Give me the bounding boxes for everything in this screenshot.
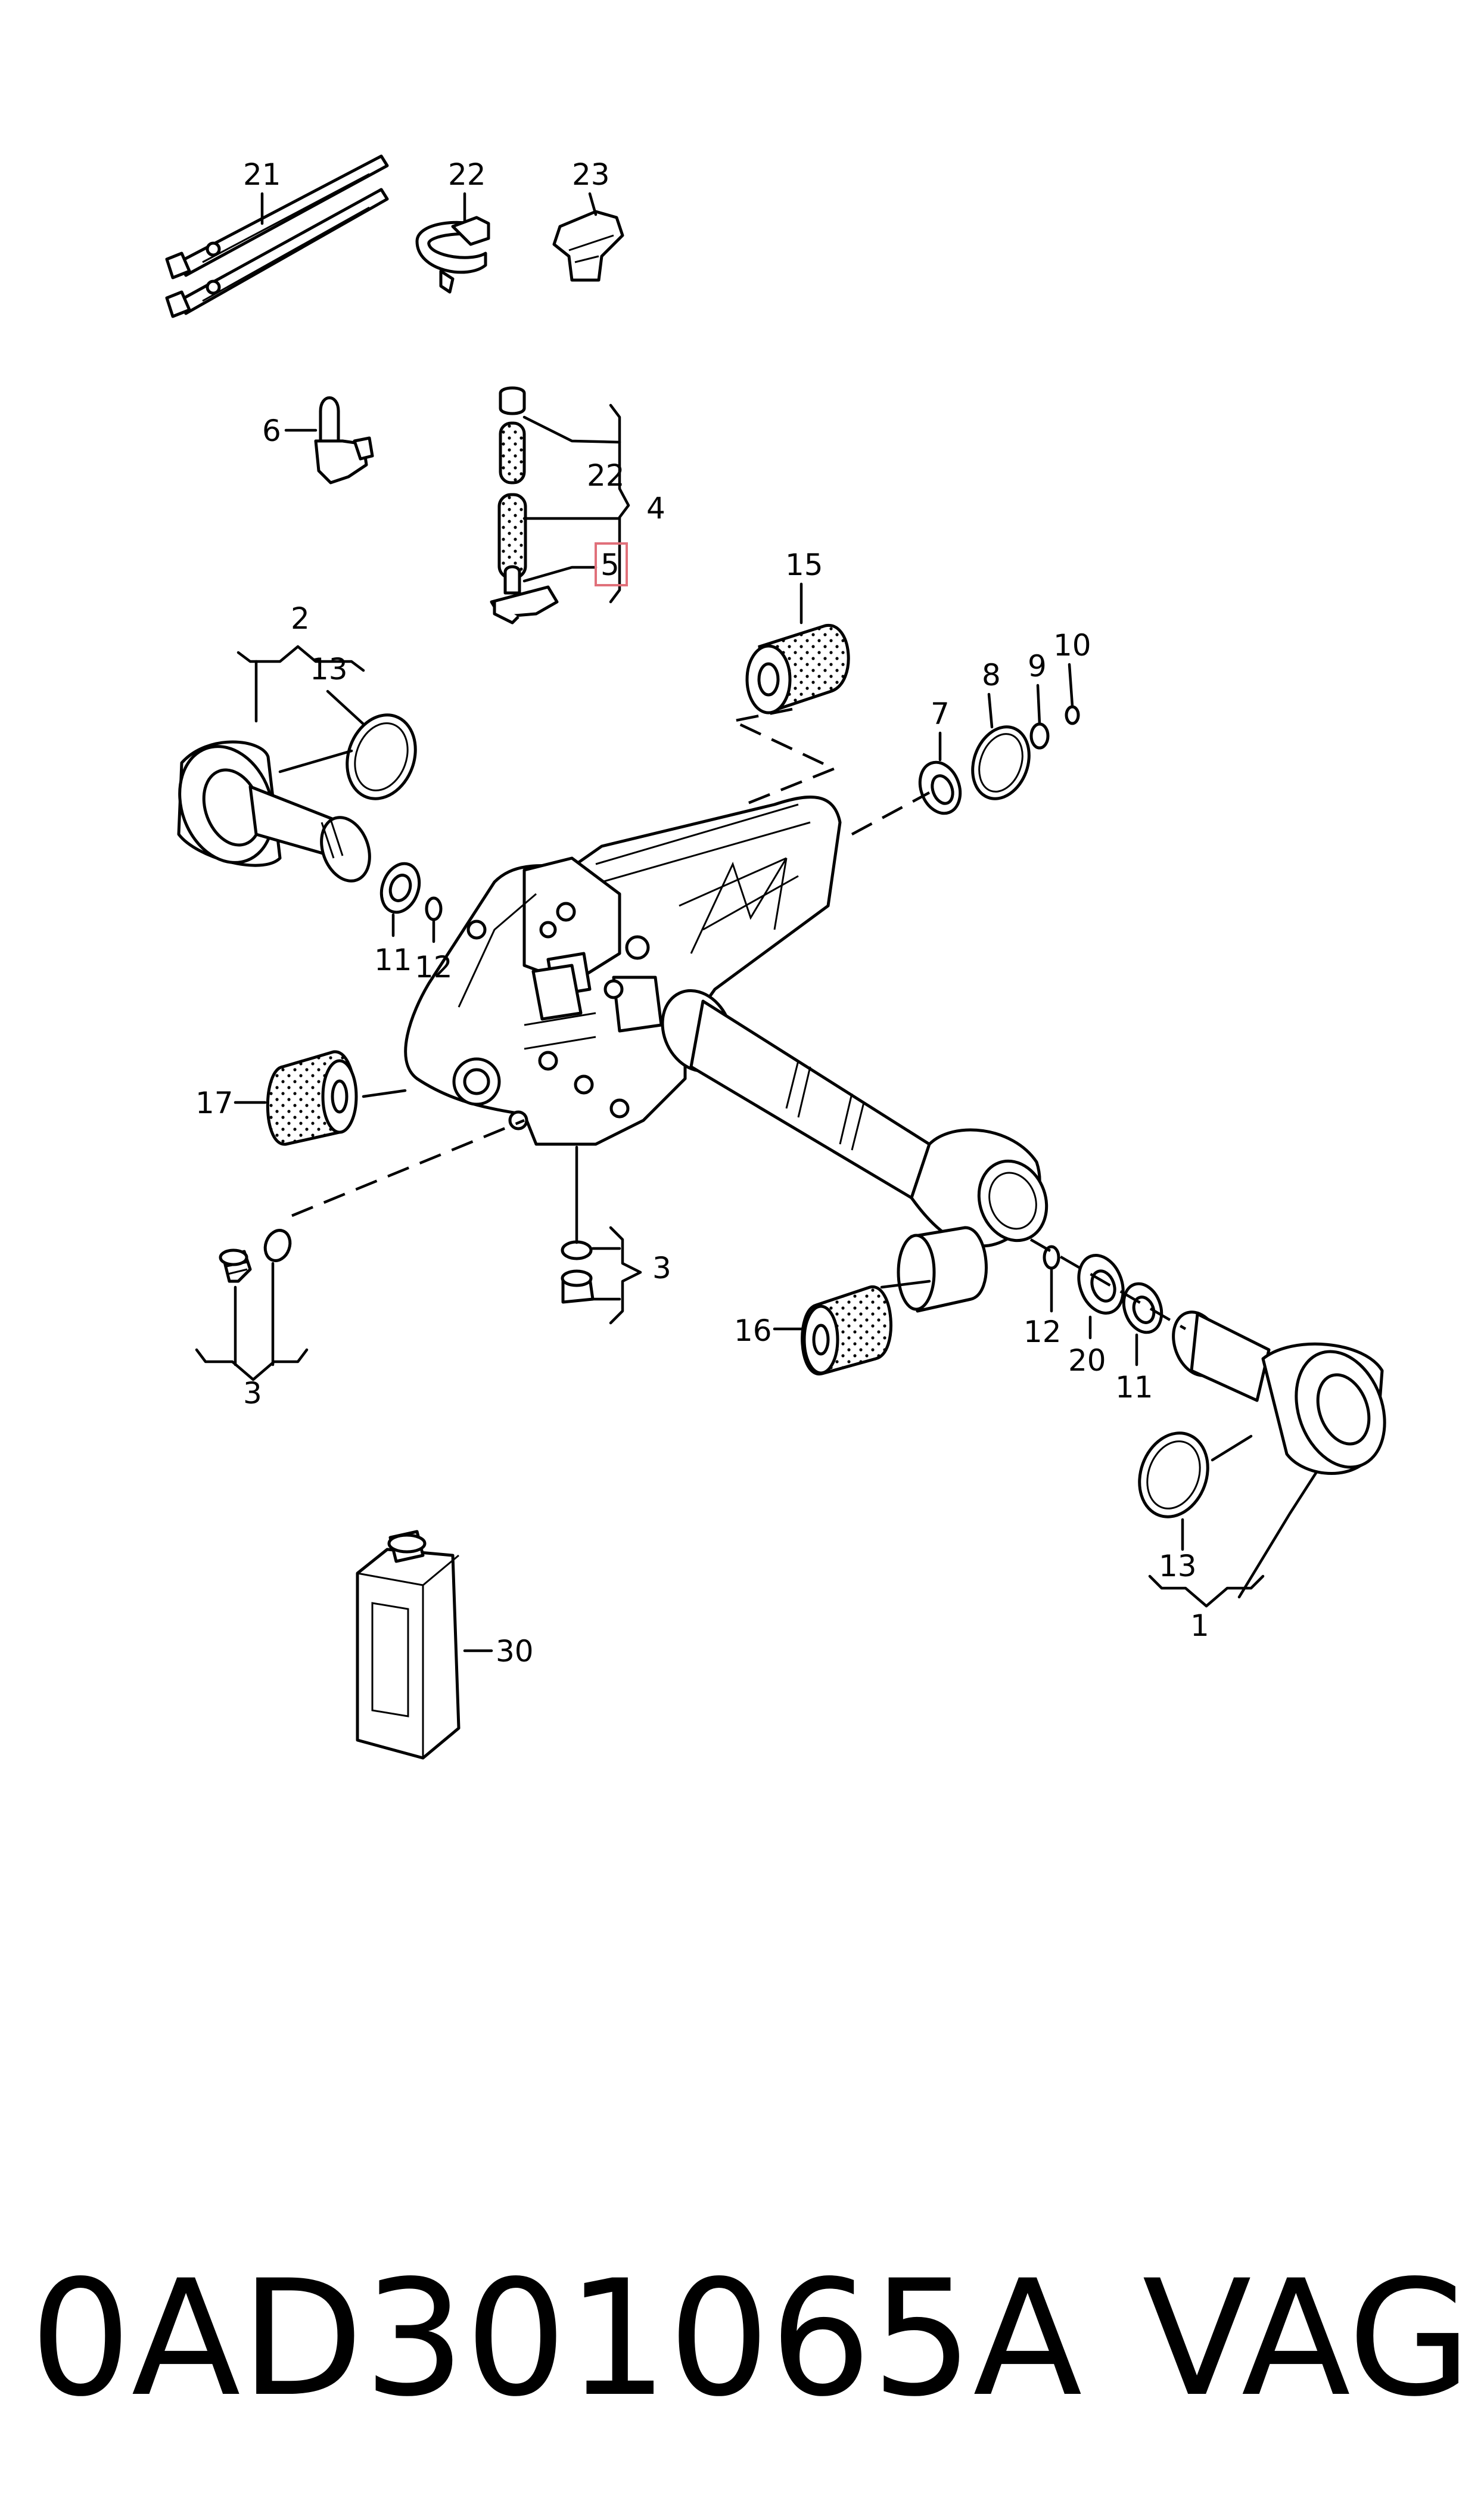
callout-17: 17 — [195, 1086, 234, 1120]
leader-17-b — [362, 1089, 407, 1098]
breather-hose-assembly — [490, 386, 559, 625]
cable-tie-part — [165, 154, 389, 318]
callout-13-left: 13 — [310, 652, 348, 687]
callout-4: 4 — [646, 491, 665, 526]
leader-3-left — [234, 1262, 275, 1366]
o-ring-9 — [1029, 722, 1050, 750]
callout-15: 15 — [785, 548, 823, 582]
leader-16-b — [880, 1279, 931, 1289]
leader-10 — [1068, 663, 1074, 708]
callout-11-right: 11 — [1115, 1370, 1153, 1405]
dash-left-lower — [291, 1119, 525, 1217]
o-ring-13-right — [1138, 1431, 1209, 1518]
seal-11-right — [1122, 1282, 1163, 1334]
callout-3-left: 3 — [243, 1376, 262, 1411]
callout-3-center: 3 — [652, 1251, 671, 1285]
o-ring-10 — [1065, 705, 1080, 725]
oil-bottle-part — [356, 1530, 461, 1760]
leader-8 — [987, 692, 994, 729]
bracket-clip-part — [552, 210, 624, 282]
leader-9 — [1036, 684, 1041, 726]
leader-3-center-b — [591, 1247, 621, 1301]
callout-22-mid: 22 — [587, 458, 625, 493]
plug-3-center — [561, 1240, 595, 1304]
bracket-1 — [1148, 1574, 1265, 1608]
callout-6: 6 — [262, 414, 281, 448]
part-number: 0AD301065A — [30, 2246, 1082, 2432]
breather-part — [314, 396, 374, 484]
callout-12-left: 12 — [415, 950, 453, 984]
callout-20: 20 — [1068, 1343, 1106, 1378]
o-ring-8 — [971, 725, 1031, 800]
bracket-3-center — [609, 1226, 642, 1325]
callout-23: 23 — [572, 157, 610, 192]
callout-30: 30 — [496, 1634, 534, 1669]
seal-7 — [918, 760, 962, 815]
callout-5: 5 — [601, 548, 620, 582]
callout-22-top: 22 — [448, 157, 486, 192]
callout-7: 7 — [931, 697, 950, 731]
axle-housing-main — [404, 796, 842, 1146]
hose-clamp-part — [415, 216, 490, 294]
callout-labels: 21 22 23 6 22 4 5 15 2 13 7 8 9 10 11 12… — [195, 157, 1209, 1669]
axle-tube-right — [661, 989, 1049, 1248]
bushing-16-part — [801, 1285, 892, 1375]
left-flange-shaft-part — [177, 740, 371, 883]
callout-9: 9 — [1028, 649, 1047, 684]
leader-2 — [237, 645, 365, 672]
callout-16: 16 — [734, 1313, 772, 1348]
callout-12-right: 12 — [1023, 1315, 1062, 1349]
bearing-20 — [1077, 1254, 1125, 1315]
seal-ring-3-left — [263, 1229, 292, 1262]
callout-21: 21 — [243, 157, 281, 192]
hose-bracket-lines — [522, 403, 630, 604]
callout-1: 1 — [1190, 1608, 1209, 1643]
o-ring-13-left — [346, 713, 417, 800]
sleeve-16-part — [897, 1226, 988, 1313]
leader-1 — [1211, 1434, 1318, 1599]
bushing-17-part — [266, 1050, 358, 1146]
callout-10: 10 — [1053, 628, 1091, 663]
callout-2: 2 — [291, 601, 310, 636]
callout-5-highlight — [595, 542, 628, 586]
plug-3-left — [219, 1248, 252, 1283]
dash-right-axis — [851, 791, 931, 835]
footer-caption: 0AD301065A VAG — [30, 2241, 1471, 2437]
dash-right-lower — [1029, 1238, 1187, 1330]
bracket-3-left — [195, 1348, 309, 1381]
brand-name: VAG — [1142, 2246, 1472, 2432]
leader-left-shaft — [278, 749, 353, 774]
leader-15 — [728, 707, 838, 806]
callout-13-right: 13 — [1159, 1549, 1197, 1583]
callout-11-left: 11 — [374, 943, 412, 977]
circlip-12-left — [425, 896, 443, 921]
callout-8: 8 — [982, 658, 1001, 692]
seal-11-left — [379, 862, 421, 914]
leader-13-left — [326, 689, 365, 726]
bushing-15-part — [745, 623, 850, 715]
